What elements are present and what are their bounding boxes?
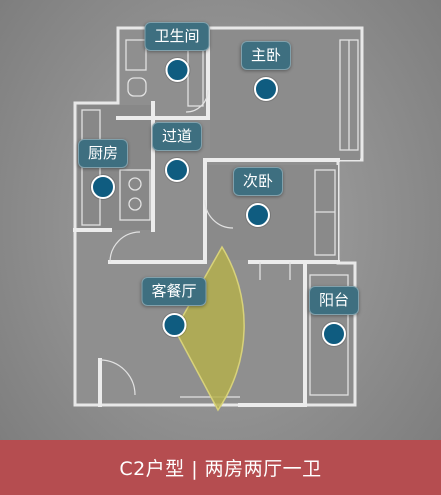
- floor-plan: [73, 26, 364, 412]
- living-dining-label: 客餐厅: [141, 277, 207, 306]
- view-cone: [174, 245, 245, 412]
- location-dot-icon[interactable]: [164, 58, 189, 82]
- hotspot-corridor[interactable]: 过道: [151, 122, 203, 182]
- location-dot-icon[interactable]: [90, 175, 115, 199]
- bathroom-label: 卫生间: [144, 22, 210, 51]
- second-bedroom-label: 次卧: [232, 167, 284, 196]
- caption-bar: C2户型 | 两房两厅一卫: [0, 440, 441, 495]
- hotspot-second-bedroom[interactable]: 次卧: [232, 167, 284, 227]
- hotspot-kitchen[interactable]: 厨房: [77, 139, 129, 199]
- floor-plan-caption: C2户型 | 两房两厅一卫: [119, 458, 322, 480]
- balcony-label: 阳台: [308, 286, 360, 315]
- location-dot-icon[interactable]: [253, 77, 278, 101]
- hotspot-master-bedroom[interactable]: 主卧: [240, 41, 292, 101]
- hotspot-bathroom[interactable]: 卫生间: [144, 22, 210, 82]
- master-bedroom-label: 主卧: [240, 41, 292, 70]
- location-dot-icon[interactable]: [245, 203, 270, 227]
- corridor-label: 过道: [151, 122, 203, 151]
- location-dot-icon[interactable]: [161, 313, 186, 337]
- location-dot-icon[interactable]: [321, 322, 346, 346]
- hotspot-living-dining[interactable]: 客餐厅: [141, 277, 207, 337]
- hotspot-balcony[interactable]: 阳台: [308, 286, 360, 346]
- kitchen-label: 厨房: [77, 139, 129, 168]
- door-swings: [99, 89, 234, 396]
- location-dot-icon[interactable]: [164, 158, 189, 182]
